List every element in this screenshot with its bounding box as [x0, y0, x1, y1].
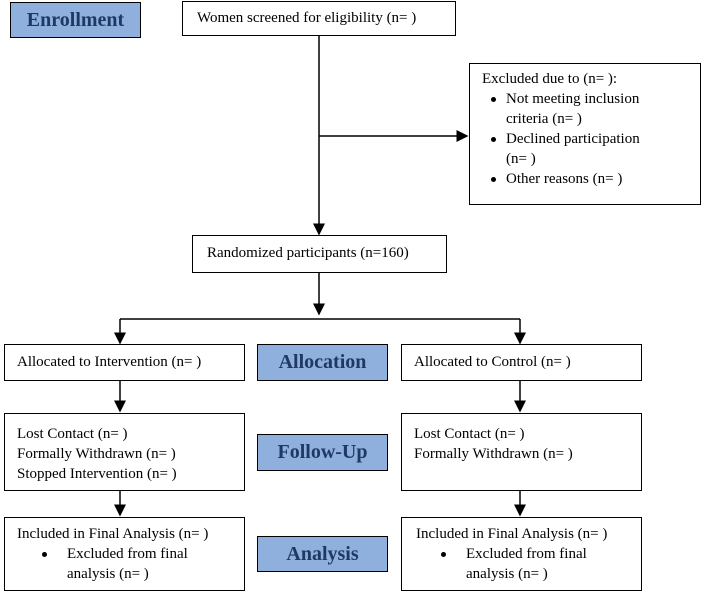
intervention-analysis-box: Included in Final Analysis (n= ) Exclude…	[4, 517, 245, 591]
phase-analysis-label: Analysis	[286, 542, 359, 565]
control-excluded-bullet: Excluded from final analysis (n= )	[441, 544, 641, 584]
bullet-icon	[491, 97, 496, 102]
control-follow-up-box: Lost Contact (n= ) Formally Withdrawn (n…	[401, 413, 642, 491]
excluded-reason-2: Declined participation (n= )	[491, 129, 700, 169]
bullet-icon	[491, 137, 496, 142]
phase-follow-up-label: Follow-Up	[277, 441, 368, 463]
bullet-icon	[441, 552, 446, 557]
excluded-box: Excluded due to (n= ): Not meeting inclu…	[469, 63, 701, 205]
phase-allocation: Allocation	[257, 344, 388, 381]
intervention-stopped: Stopped Intervention (n= )	[17, 466, 177, 482]
excluded-title: Excluded due to (n= ):	[482, 71, 618, 87]
screened-text: Women screened for eligibility (n= )	[197, 10, 417, 26]
phase-analysis: Analysis	[257, 536, 388, 572]
intervention-analysis-title: Included in Final Analysis (n= )	[17, 526, 209, 542]
intervention-follow-up-box: Lost Contact (n= ) Formally Withdrawn (n…	[4, 413, 245, 491]
control-withdrawn: Formally Withdrawn (n= )	[414, 446, 573, 462]
intervention-withdrawn: Formally Withdrawn (n= )	[17, 446, 176, 462]
control-lost-contact: Lost Contact (n= )	[414, 426, 525, 442]
intervention-allocated-text: Allocated to Intervention (n= )	[17, 354, 202, 370]
phase-enrollment: Enrollment	[10, 2, 141, 38]
excluded-reason-1: Not meeting inclusion criteria (n= )	[491, 89, 700, 129]
control-allocated-text: Allocated to Control (n= )	[414, 354, 571, 370]
control-analysis-title: Included in Final Analysis (n= )	[416, 526, 608, 542]
intervention-excluded-bullet: Excluded from final analysis (n= )	[42, 544, 244, 584]
intervention-allocated-box: Allocated to Intervention (n= )	[4, 344, 245, 381]
bullet-icon	[491, 177, 496, 182]
intervention-lost-contact: Lost Contact (n= )	[17, 426, 128, 442]
screened-box: Women screened for eligibility (n= )	[182, 1, 456, 36]
randomized-box: Randomized participants (n=160)	[192, 235, 447, 273]
randomized-text: Randomized participants (n=160)	[207, 245, 409, 261]
phase-enrollment-label: Enrollment	[26, 8, 125, 31]
phase-allocation-label: Allocation	[278, 351, 367, 373]
excluded-reason-3: Other reasons (n= )	[491, 169, 700, 189]
bullet-icon	[42, 552, 47, 557]
phase-follow-up: Follow-Up	[257, 434, 388, 471]
control-allocated-box: Allocated to Control (n= )	[401, 344, 642, 381]
control-analysis-box: Included in Final Analysis (n= ) Exclude…	[401, 517, 642, 591]
